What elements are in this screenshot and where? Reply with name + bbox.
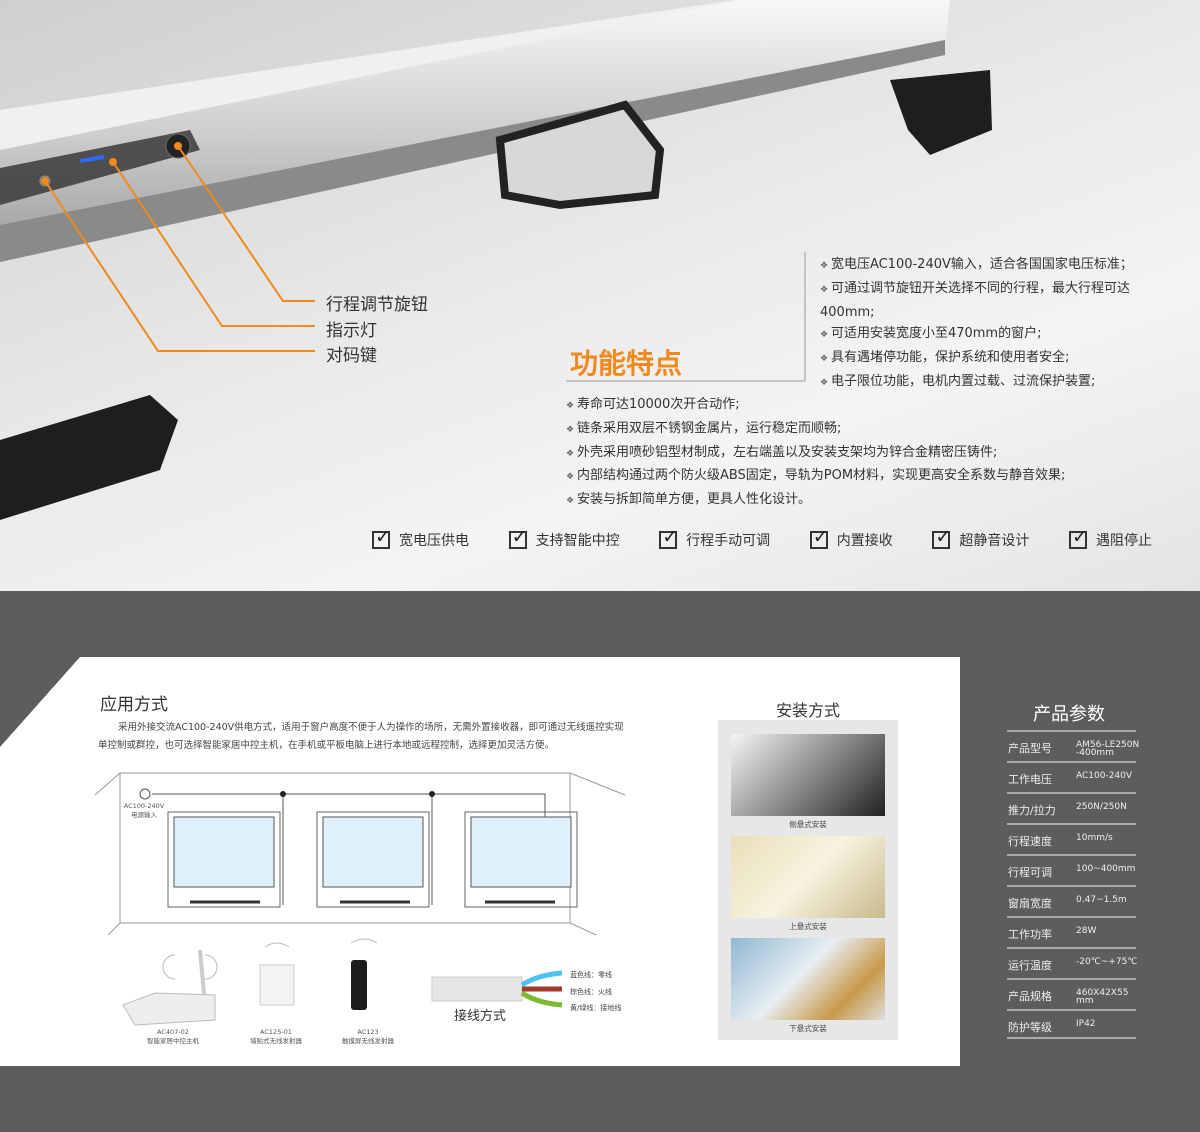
check-label: 超静音设计 [959, 533, 1030, 549]
checkbox-icon [372, 526, 391, 549]
ac-power-icon [139, 788, 151, 800]
check-label: 支持智能中控 [535, 533, 620, 549]
feature-item: 外壳采用喷砂铝型材制成，左右端盖以及安装支架均为锌合金精密压铸件; [566, 442, 1166, 466]
feature-item: 具有遇堵停功能，保护系统和使用者安全; [820, 347, 1150, 371]
wall-switch [259, 964, 295, 1006]
check-label: 遇阻停止 [1095, 533, 1152, 549]
hub-device [122, 992, 216, 1026]
control-panel [0, 130, 200, 205]
installation-panel: 侧悬式安装 上悬式安装 下悬式安装 [718, 720, 898, 1040]
feature-item: 宽电压AC100-240V输入，适合各国国家电压标准； [820, 254, 1150, 278]
feature-item: 寿命可达10000次开合动作; [566, 394, 1166, 418]
remote-control [351, 960, 367, 1010]
top-hung-caption: 上悬式安装 [789, 922, 827, 931]
check-label: 行程手动可调 [686, 533, 771, 549]
callout-pair-button: 对码键 [326, 346, 377, 366]
cable-illustration [431, 970, 563, 1008]
devices-illustration [122, 938, 378, 1026]
param-row: 运行温度-20℃~+75℃ [1007, 947, 1137, 978]
wifi-icon [162, 954, 218, 980]
indicator-light [79, 154, 105, 164]
check-label: 内置接收 [836, 533, 893, 549]
feature-item: 可通过调节旋钮开关选择不同的行程，最大行程可达400mm; [820, 278, 1150, 324]
end-bracket [890, 70, 992, 155]
side-hung-caption: 侧悬式安装 [789, 820, 827, 829]
side-hung-photo [731, 734, 885, 816]
wire-legend: 蓝色线：零线棕色线：火线黄/绿线：接地线 [570, 971, 622, 1012]
checkbox-icon [508, 526, 528, 549]
checkbox-icon [932, 526, 951, 549]
features-title: 功能特点 [570, 347, 683, 380]
feature-item: 电子限位功能，电机内置过载、过流保护装置; [820, 371, 1150, 395]
bottom-hung-caption: 下悬式安装 [789, 1024, 827, 1033]
checkbox-icon [809, 526, 829, 549]
pairing-button [39, 175, 51, 187]
window-diagram [167, 811, 578, 908]
application-description: 采用外接交流AC100-240V供电方式，适用于窗户高度不便于人为操作的场所，无… [98, 722, 624, 751]
check-item: 支持智能中控 [508, 526, 620, 550]
room-diagram [94, 772, 626, 935]
feature-item: 链条采用双层不锈钢金属片，运行稳定而顺畅; [566, 418, 1166, 442]
check-item: 内置接收 [809, 526, 893, 550]
top-hung-photo [731, 836, 885, 918]
actuator-rail [0, 40, 945, 262]
features-list-bottom: 寿命可达10000次开合动作; 链条采用双层不锈钢金属片，运行稳定而顺畅; 外壳… [566, 394, 1166, 513]
check-item: 遇阻停止 [1068, 526, 1152, 550]
installation-title: 安装方式 [775, 701, 840, 720]
bottom-hung-photo [731, 938, 885, 1020]
bracket [495, 100, 665, 210]
mount-bracket [0, 395, 178, 520]
features-list-right: 宽电压AC100-240V输入，适合各国国家电压标准； 可通过调节旋钮开关选择不… [820, 254, 1150, 395]
check-item: 行程手动可调 [659, 526, 771, 550]
actuator-illustration [0, 0, 992, 520]
feature-item: 可适用安装宽度小至470mm的窗户; [820, 323, 1150, 347]
check-label: 宽电压供电 [399, 533, 469, 549]
check-item: 超静音设计 [932, 526, 1030, 550]
check-item: 宽电压供电 [372, 526, 469, 550]
feature-checks: 宽电压供电 支持智能中控 行程手动可调 内置接收 超静音设计 遇阻停止 [372, 526, 1152, 550]
feature-item: 安装与拆卸简单方便，更具人性化设计。 [566, 489, 1166, 513]
wiring-title: 接线方式 [454, 1009, 507, 1024]
callout-knob: 行程调节旋钮 [326, 295, 428, 315]
application-title: 应用方式 [100, 695, 168, 715]
feature-item: 内部结构通过两个防火级ABS固定，导轨为POM材料，实现更高安全系数与静音效果; [566, 465, 1166, 489]
checkbox-icon [659, 526, 678, 549]
callout-indicator: 指示灯 [326, 321, 377, 341]
params-title: 产品参数 [1033, 704, 1105, 725]
checkbox-icon [1068, 526, 1088, 549]
